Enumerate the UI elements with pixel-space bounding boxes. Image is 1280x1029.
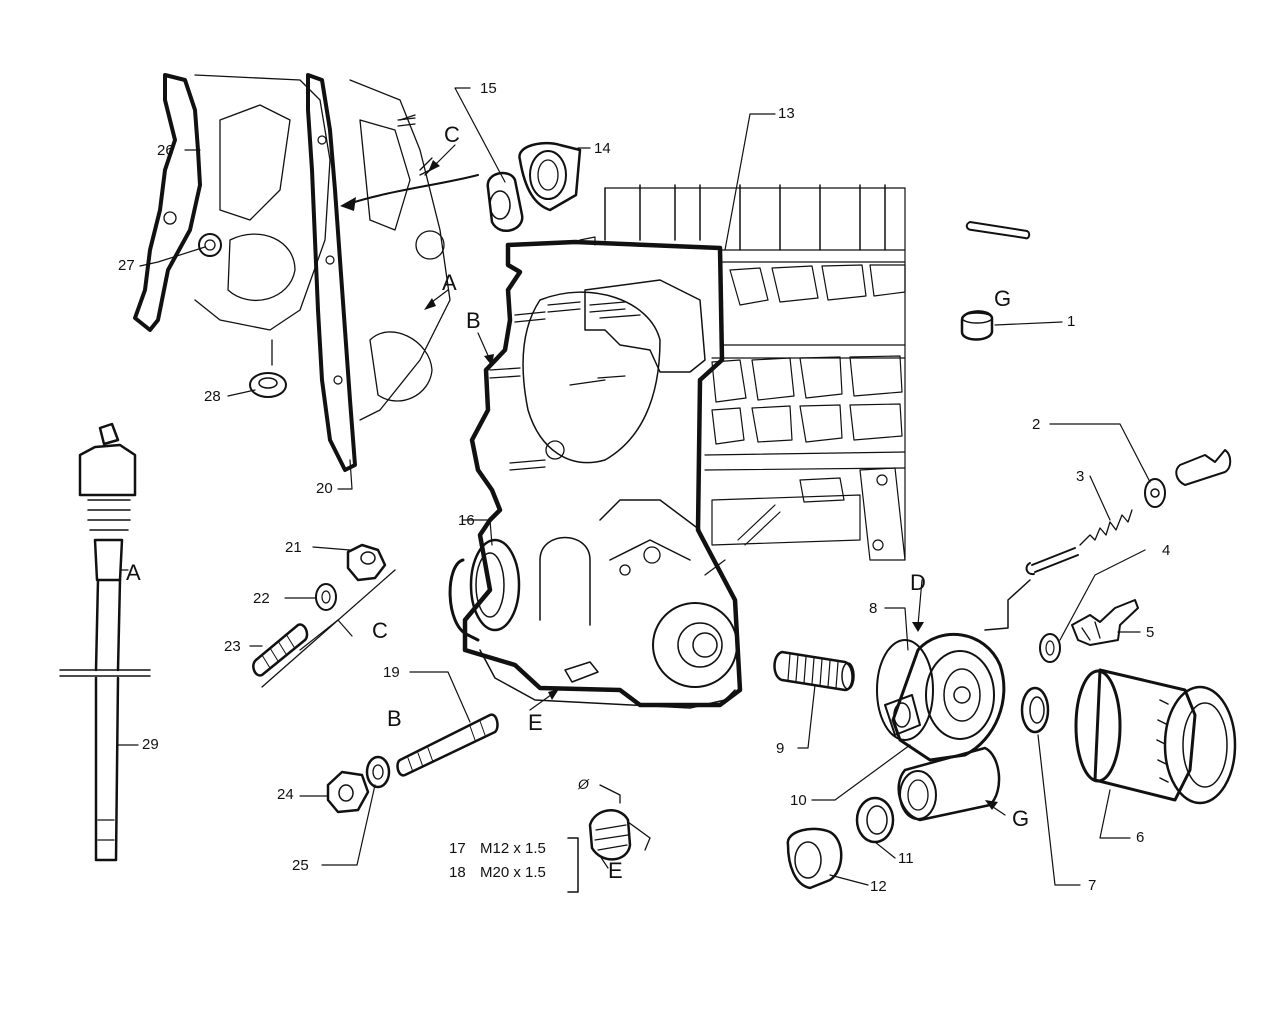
part-number-6: 6 bbox=[1136, 829, 1145, 846]
part-number-5: 5 bbox=[1146, 624, 1155, 641]
part-number-23: 23 bbox=[224, 638, 241, 655]
stud-19 bbox=[396, 713, 499, 777]
part-number-17: 17 bbox=[449, 840, 466, 857]
part-number-4: 4 bbox=[1162, 542, 1171, 559]
filter-housing-d bbox=[876, 579, 1031, 762]
callout-letter-c-block: C bbox=[444, 122, 460, 147]
gasket-20 bbox=[306, 73, 357, 472]
stud-23 bbox=[252, 623, 309, 677]
callout-letter-g-nipple: G bbox=[1012, 806, 1030, 831]
part-number-28: 28 bbox=[204, 388, 221, 405]
part-number-26: 26 bbox=[157, 142, 174, 159]
part-number-3: 3 bbox=[1076, 468, 1085, 485]
oil-filter-6 bbox=[1074, 668, 1237, 805]
callout-letter-a-block: A bbox=[442, 270, 457, 295]
callout-letter-e-plug: E bbox=[608, 858, 623, 883]
callout-letter-d: D bbox=[910, 570, 926, 595]
part-number-21: 21 bbox=[285, 539, 302, 556]
engine-block bbox=[604, 184, 906, 576]
part-number-9: 9 bbox=[776, 740, 785, 757]
part-number-24: 24 bbox=[277, 786, 294, 803]
part-number-29: 29 bbox=[142, 736, 159, 753]
relief-valve-parts bbox=[1025, 449, 1232, 576]
part-number-2: 2 bbox=[1032, 416, 1041, 433]
bushing-15 bbox=[486, 171, 524, 233]
callout-letter-b-stud: B bbox=[387, 706, 402, 731]
callout-letter-e-cover: E bbox=[528, 710, 543, 735]
seal-16 bbox=[448, 538, 521, 642]
part-number-25: 25 bbox=[292, 857, 309, 874]
part-number-22: 22 bbox=[253, 590, 270, 607]
part-number-27: 27 bbox=[118, 257, 135, 274]
part-number-20: 20 bbox=[316, 480, 333, 497]
callout-letter-a-dipstick: A bbox=[126, 560, 141, 585]
plug-e bbox=[588, 784, 651, 861]
washer-4 bbox=[1039, 633, 1061, 663]
sender-5 bbox=[1071, 599, 1139, 646]
dipstick-29 bbox=[59, 422, 151, 862]
callout-letter-g-plug: G bbox=[994, 286, 1012, 311]
part-number-15: 15 bbox=[480, 80, 497, 97]
nut-21 bbox=[346, 543, 387, 582]
leader-lines bbox=[117, 87, 1151, 886]
callout-letter-c-fasteners: C bbox=[372, 618, 388, 643]
part-number-14: 14 bbox=[594, 140, 611, 157]
dowel-pin bbox=[965, 221, 1031, 240]
spec-part-18: M20 x 1.5 bbox=[480, 864, 546, 881]
part-number-1: 1 bbox=[1067, 313, 1076, 330]
callout-letter-b-cover: B bbox=[466, 308, 481, 333]
washer-11 bbox=[855, 796, 895, 844]
part-number-13: 13 bbox=[778, 105, 795, 122]
part-number-16: 16 bbox=[458, 512, 475, 529]
nut-24 bbox=[326, 770, 370, 814]
washer-25 bbox=[365, 755, 391, 789]
part-number-19: 19 bbox=[383, 664, 400, 681]
part-number-10: 10 bbox=[790, 792, 807, 809]
threaded-nipple-g bbox=[897, 746, 1001, 822]
part-number-7: 7 bbox=[1088, 877, 1097, 894]
nipple-9 bbox=[773, 650, 855, 692]
part-number-8: 8 bbox=[869, 600, 878, 617]
gasket-26 bbox=[133, 73, 202, 332]
seal-7 bbox=[1020, 686, 1050, 734]
part-number-18: 18 bbox=[449, 864, 466, 881]
washer-22 bbox=[315, 583, 337, 611]
plug-12 bbox=[786, 827, 843, 890]
spec-part-17: M12 x 1.5 bbox=[480, 840, 546, 857]
diameter-symbol: Ø bbox=[578, 776, 589, 792]
timing-cover bbox=[462, 236, 743, 709]
part-number-12: 12 bbox=[870, 878, 887, 895]
part-number-11: 11 bbox=[898, 850, 914, 867]
plug-1 bbox=[960, 310, 994, 341]
bushing-14 bbox=[518, 141, 582, 212]
